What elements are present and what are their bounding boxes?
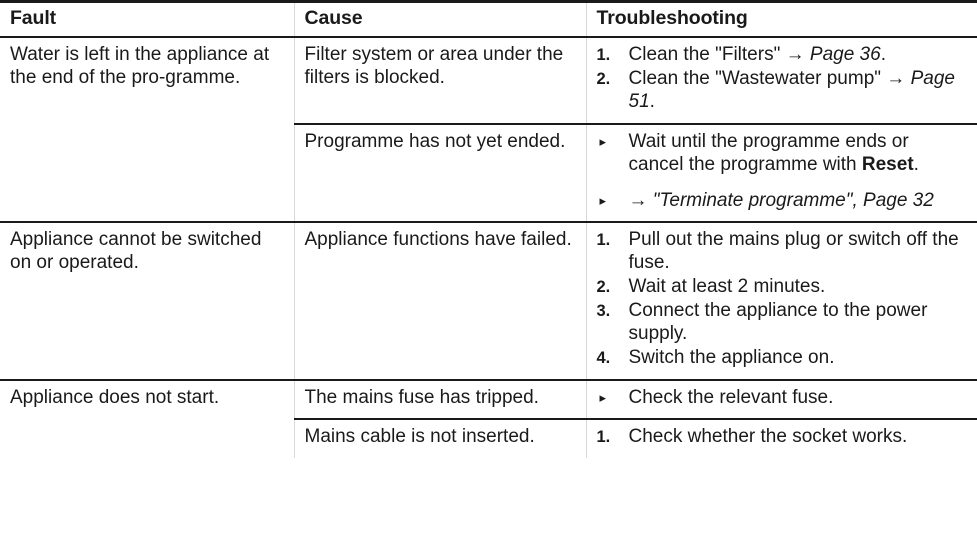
table-row: Water is left in the appliance at the en… — [0, 36, 977, 222]
step-list: 1. Clean the "Filters" → Page 36. 2. Clean … — [597, 44, 968, 114]
step-number: 1. — [596, 46, 611, 64]
cause-cell: Appliance functions have failed. — [293, 220, 586, 380]
table-row: Mains cable is not inserted. 1. Check whet… — [0, 417, 977, 458]
text-span: Switch the appliance on. — [628, 346, 835, 368]
table-body: Water is left in the appliance at the en… — [0, 36, 977, 458]
step-list: 1. Pull out the mains plug or switch off … — [597, 229, 968, 370]
troubleshooting-cell: 1. Clean the "Filters" → Page 36. 2. Clean … — [585, 36, 977, 124]
page-reference: Page 51 — [628, 67, 955, 112]
step-number: 3. — [596, 301, 611, 320]
step-item: 2. Clean the "Wastewater pump" → Page 51. — [597, 68, 968, 114]
instruction-text: Check the relevant fuse. — [629, 387, 834, 408]
instruction-text: Clean the "Wastewater pump" → Page 51. — [629, 68, 955, 112]
step-number: 1. — [596, 427, 611, 446]
triangle-bullet-icon: ▸ — [599, 389, 607, 405]
troubleshooting-table: Fault Cause Troubleshooting Water is lef… — [0, 0, 977, 458]
step-item: 3. Connect the appliance to the power sup… — [597, 300, 968, 346]
bullet-list: ▸ Check the relevant fuse. — [597, 387, 968, 410]
bullet-item: ▸ → "Terminate programme", Page 32 — [597, 190, 968, 213]
step-number: 4. — [596, 348, 611, 367]
triangle-bullet-icon: ▸ — [599, 133, 607, 149]
troubleshooting-cell: ▸ Check the relevant fuse. — [585, 378, 977, 419]
column-header-cause: Cause — [293, 0, 586, 38]
bullet-item: ▸ Check the relevant fuse. — [597, 387, 968, 410]
cause-cell: The mains fuse has tripped. — [293, 378, 586, 419]
instruction-text: Switch the appliance on. — [629, 347, 835, 368]
table-header-row: Fault Cause Troubleshooting — [0, 0, 977, 38]
text-span: Clean the "Wastewater pump" — [628, 67, 887, 89]
text-span: → — [628, 189, 653, 211]
column-header-fault: Fault — [0, 0, 294, 38]
bullet-list: ▸ Wait until the programme ends or cancel… — [597, 131, 968, 213]
text-span: Clean the "Filters" — [628, 44, 786, 65]
text-span: . — [649, 90, 655, 112]
bullet-item: ▸ Wait until the programme ends or cancel… — [597, 131, 968, 177]
text-span: Wait at least 2 minutes. — [628, 275, 826, 297]
column-header-troubleshooting: Troubleshooting — [585, 0, 977, 38]
troubleshooting-cell: ▸ Wait until the programme ends or cancel… — [585, 122, 977, 222]
instruction-text: Wait until the programme ends or cancel … — [629, 131, 919, 175]
emphasis-bold: Reset — [861, 153, 914, 175]
text-span: Wait until the programme ends or cancel … — [628, 130, 909, 175]
table-row: Appliance cannot be switched on or opera… — [0, 220, 977, 380]
text-span: . — [913, 153, 919, 175]
text-span: Pull out the mains plug or switch off th… — [628, 228, 959, 273]
instruction-text: → "Terminate programme", Page 32 — [629, 190, 934, 211]
text-span: → — [785, 44, 810, 65]
step-item: 2. Wait at least 2 minutes. — [597, 276, 968, 299]
instruction-text: Connect the appliance to the power suppl… — [629, 300, 928, 344]
instruction-text: Pull out the mains plug or switch off th… — [629, 229, 959, 273]
troubleshooting-cell: 1. Check whether the socket works. — [585, 417, 977, 458]
step-number: 1. — [596, 230, 611, 249]
cause-cell: Programme has not yet ended. — [293, 122, 586, 222]
cause-cell: Mains cable is not inserted. — [293, 417, 586, 458]
fault-cell: Appliance does not start. — [0, 378, 294, 458]
text-span: . — [880, 44, 886, 65]
instruction-text: Wait at least 2 minutes. — [629, 276, 826, 297]
text-span: Check the relevant fuse. — [628, 386, 834, 408]
step-list: 1. Check whether the socket works. — [597, 426, 968, 449]
text-span: Check whether the socket works. — [628, 425, 908, 447]
troubleshooting-cell: 1. Pull out the mains plug or switch off … — [585, 220, 977, 380]
table-row: Programme has not yet ended. ▸ Wait until … — [0, 122, 977, 222]
step-item: 1. Pull out the mains plug or switch off … — [597, 229, 968, 275]
step-item: 1. Check whether the socket works. — [597, 426, 968, 449]
triangle-bullet-icon: ▸ — [599, 192, 607, 208]
fault-cell: Water is left in the appliance at the en… — [0, 36, 294, 222]
page-reference: "Terminate programme", Page 32 — [652, 189, 934, 211]
step-number: 2. — [596, 277, 611, 296]
step-item: 4. Switch the appliance on. — [597, 347, 968, 370]
cause-cell: Filter system or area under the filters … — [293, 36, 586, 124]
page-reference: Page 36 — [809, 44, 881, 65]
text-span: → — [886, 67, 911, 89]
fault-cell: Appliance cannot be switched on or opera… — [0, 220, 294, 380]
step-number: 2. — [596, 69, 611, 88]
instruction-text: Check whether the socket works. — [629, 426, 908, 447]
table-row: Appliance does not start.The mains fuse … — [0, 378, 977, 458]
instruction-text: Clean the "Filters" → Page 36. — [629, 44, 886, 65]
step-item: 1. Clean the "Filters" → Page 36. — [597, 44, 968, 67]
text-span: Connect the appliance to the power suppl… — [628, 299, 928, 344]
